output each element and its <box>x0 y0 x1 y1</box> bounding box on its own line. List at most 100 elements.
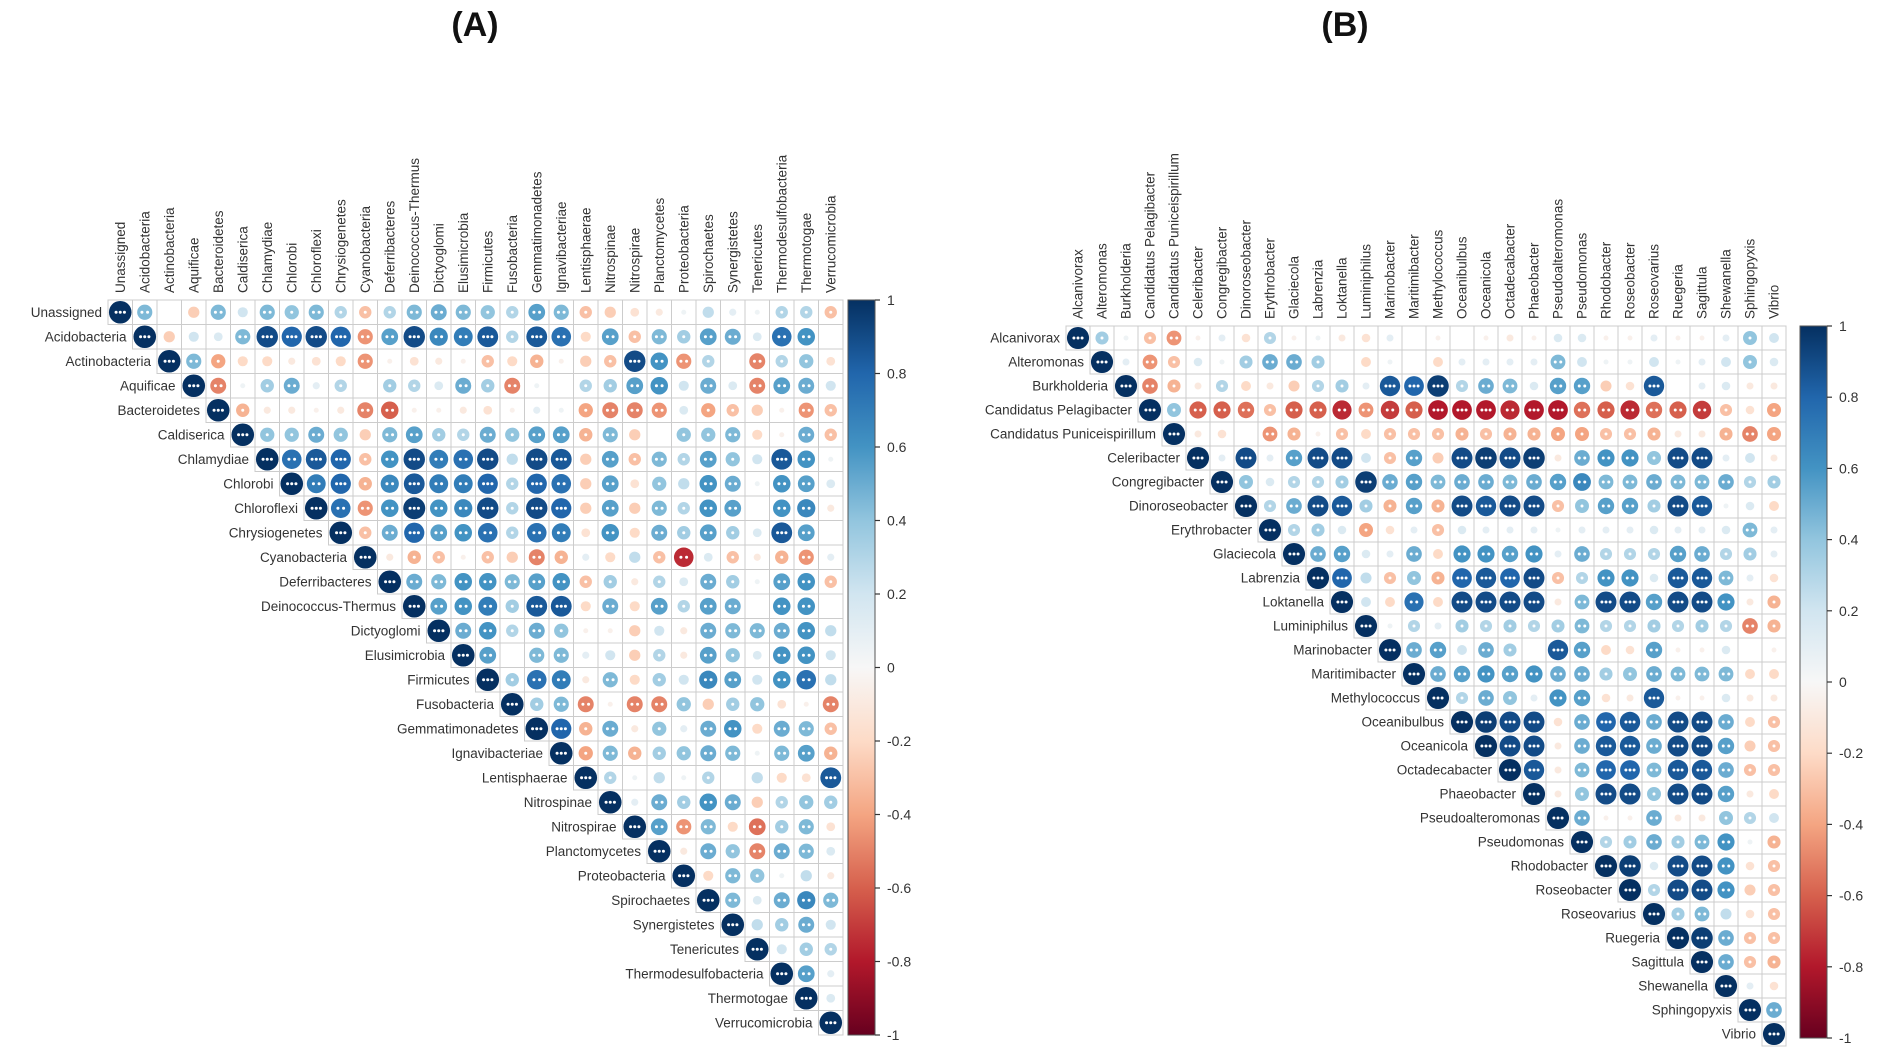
significance-dot <box>1316 480 1320 484</box>
corr-circle <box>237 307 248 318</box>
corr-circle <box>359 429 371 441</box>
corr-circle <box>528 303 546 321</box>
col-label: Alteromonas <box>1095 243 1110 319</box>
corr-circle <box>581 528 591 538</box>
significance-dot <box>1628 744 1632 748</box>
corr-circle <box>1600 380 1612 392</box>
significance-dot <box>1577 768 1581 772</box>
corr-circle <box>754 750 760 756</box>
significance-dot <box>611 751 615 755</box>
corr-circle <box>1193 357 1203 367</box>
significance-dot <box>1436 432 1440 436</box>
corr-circle <box>1194 382 1202 390</box>
corr-circle <box>1482 358 1490 366</box>
significance-dot <box>682 506 686 510</box>
significance-dot <box>1145 384 1149 388</box>
significance-dot <box>514 702 518 706</box>
significance-dot <box>490 482 494 486</box>
significance-dot <box>1649 648 1653 652</box>
corr-circle <box>582 651 590 659</box>
corr-circle <box>1457 645 1467 655</box>
significance-dot <box>146 310 150 314</box>
corr-circle <box>406 304 422 320</box>
significance-dot <box>1440 408 1444 412</box>
significance-dot <box>562 702 566 706</box>
significance-dot <box>751 947 755 951</box>
corr-circle <box>1433 597 1443 607</box>
significance-dot <box>294 482 298 486</box>
row-label: Chlorobi <box>223 476 273 491</box>
significance-dot <box>1295 456 1299 460</box>
significance-dot <box>1583 768 1587 772</box>
row-label: Verrucomicrobia <box>715 1015 813 1030</box>
corr-circle <box>455 377 472 394</box>
corr-circle <box>822 696 839 713</box>
corr-circle <box>237 356 248 367</box>
significance-dot <box>1748 360 1752 364</box>
corr-circle <box>797 965 815 983</box>
significance-dot <box>1772 408 1776 412</box>
significance-dot <box>1632 792 1636 796</box>
col-label: Sagittula <box>1695 266 1710 319</box>
significance-dot <box>1696 792 1700 796</box>
corr-circle <box>825 919 836 930</box>
corr-circle <box>1506 526 1514 534</box>
significance-dot <box>434 457 438 461</box>
significance-dot <box>801 653 805 657</box>
significance-dot <box>780 825 784 829</box>
significance-dot <box>1655 744 1659 748</box>
corr-circle <box>1746 382 1754 390</box>
corr-circle <box>728 381 738 391</box>
significance-dot <box>1223 408 1227 412</box>
significance-dot <box>777 751 781 755</box>
corr-circle <box>1478 474 1494 490</box>
corr-circle <box>751 919 763 931</box>
corr-circle <box>163 331 175 343</box>
corr-circle <box>1746 790 1754 798</box>
corr-circle <box>700 745 717 762</box>
significance-dot <box>801 555 805 559</box>
significance-dot <box>434 310 438 314</box>
significance-dot <box>1748 936 1752 940</box>
significance-dot <box>1748 1008 1752 1012</box>
corr-circle <box>1646 714 1662 730</box>
significance-dot <box>731 653 735 657</box>
significance-dot <box>1607 504 1611 508</box>
significance-dot <box>339 335 343 339</box>
corr-circle <box>1574 714 1590 730</box>
corr-circle <box>534 383 540 389</box>
row-label: Vibrio <box>1722 1027 1756 1042</box>
significance-dot <box>416 506 420 510</box>
significance-dot <box>1672 504 1676 508</box>
significance-dot <box>709 629 713 633</box>
corr-circle <box>700 622 717 639</box>
significance-dot <box>1480 576 1484 580</box>
significance-dot <box>1628 600 1632 604</box>
significance-dot <box>506 702 510 706</box>
significance-dot <box>1316 504 1320 508</box>
corr-cell <box>1737 325 1763 351</box>
significance-dot <box>584 580 588 584</box>
corr-circle <box>748 818 766 836</box>
col-label: Roseovarius <box>1647 244 1662 319</box>
significance-dot <box>1464 408 1468 412</box>
row-label: Sphingopyxis <box>1652 1003 1733 1018</box>
significance-dot <box>1512 768 1516 772</box>
significance-dot <box>1457 480 1461 484</box>
col-label: Synergistetes <box>725 211 740 293</box>
significance-dot <box>1776 1032 1780 1036</box>
corr-circle <box>1550 666 1566 682</box>
significance-dot <box>290 335 294 339</box>
corr-circle <box>1502 378 1518 394</box>
significance-dot <box>237 433 241 437</box>
significance-dot <box>1720 984 1724 988</box>
corr-circle <box>680 627 688 635</box>
significance-dot <box>1528 768 1532 772</box>
corr-circle <box>605 552 616 563</box>
significance-dot <box>440 335 444 339</box>
corr-circle <box>1717 857 1735 875</box>
significance-dot <box>486 457 490 461</box>
significance-dot <box>1415 600 1419 604</box>
significance-dot <box>1436 384 1440 388</box>
corr-circle <box>1746 982 1754 990</box>
